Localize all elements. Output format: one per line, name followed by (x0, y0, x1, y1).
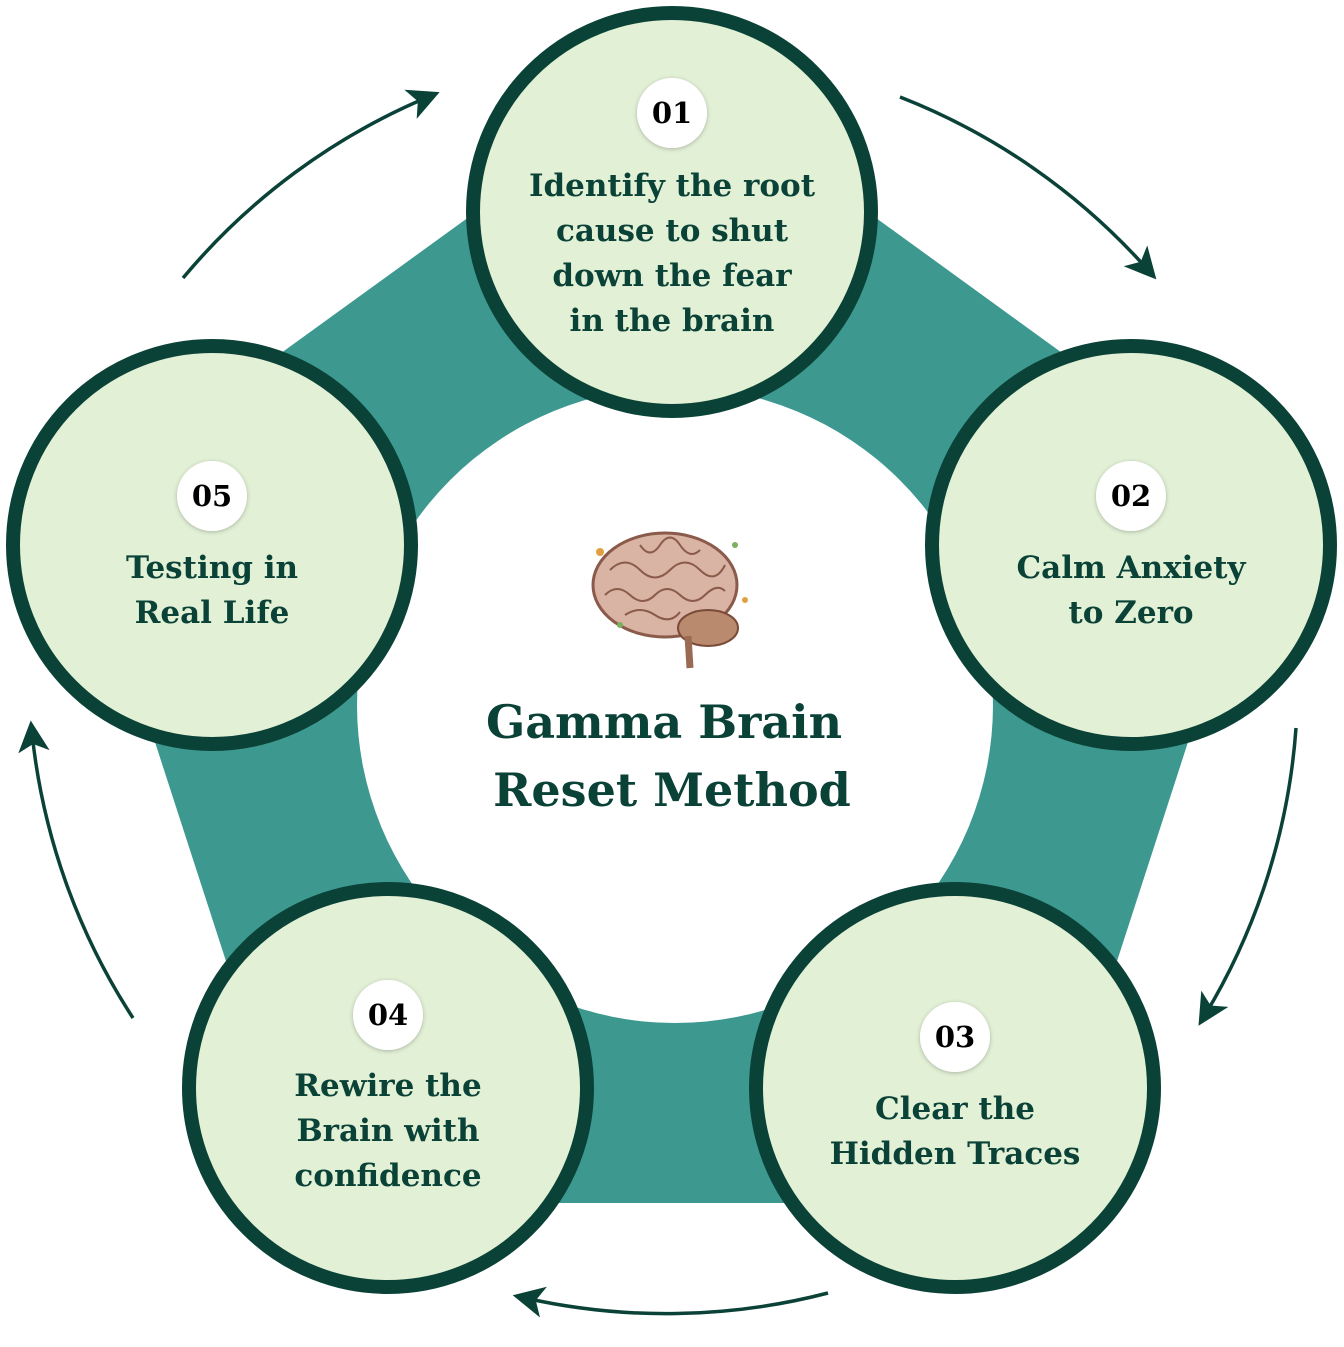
center-area (357, 387, 993, 1023)
step-number-badge (177, 461, 247, 531)
arrow-2-3 (1198, 727, 1298, 1026)
step-number: 02 (1111, 479, 1151, 513)
arrow-3-4 (512, 1286, 829, 1318)
step-circle (749, 882, 1161, 1294)
step-circle (182, 882, 594, 1294)
arrow-5-1 (181, 89, 440, 280)
step-number-badge (920, 1002, 990, 1072)
step-number-badge (1096, 461, 1166, 531)
arrow-4-5 (18, 720, 135, 1019)
step-number: 04 (368, 998, 408, 1032)
step-number: 05 (192, 479, 232, 513)
step-number: 03 (935, 1020, 975, 1054)
step-number: 01 (652, 96, 692, 130)
step-number-badge (637, 78, 707, 148)
brain-icon (591, 531, 748, 669)
step-circle (6, 339, 418, 751)
step-circle (925, 339, 1337, 751)
arrow-1-2 (899, 95, 1157, 280)
step-circle (466, 6, 878, 418)
step-number-badge (353, 980, 423, 1050)
diagram-title: Gamma Brain Reset Method (486, 695, 858, 817)
cycle-arrows (18, 89, 1298, 1318)
